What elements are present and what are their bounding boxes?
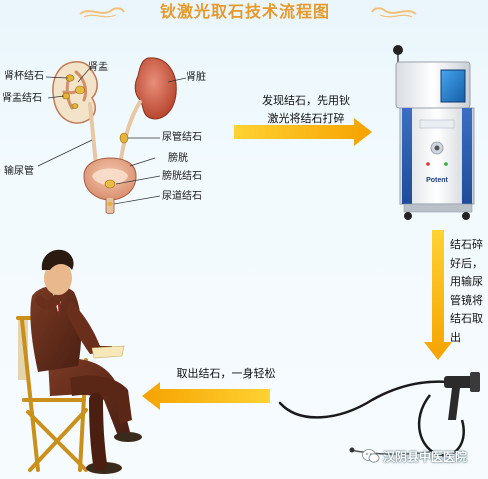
step1-line1: 发现结石，先用钬 (262, 94, 350, 107)
label-calyx-stone: 肾杯结石 (4, 71, 44, 82)
relaxed-man-illustration (16, 249, 142, 474)
step2-line: 管镜将 (450, 293, 483, 307)
label-pelvis-stone: 肾盂结石 (2, 93, 42, 104)
page-title: 钬激光取石技术流程图 (159, 2, 330, 21)
machine-screen (440, 69, 466, 103)
step1-text: 发现结石，先用钬 激光将结石打碎 (246, 92, 366, 128)
watermark-text: 汉阴县中医医院 (383, 449, 468, 464)
machine-brand-label: Potent (426, 177, 448, 184)
wechat-logo-icon (362, 449, 380, 463)
left-kidney-cutaway (52, 61, 98, 124)
title-right-ornament (371, 7, 417, 18)
label-kidney: 肾脏 (186, 72, 206, 83)
label-renal-pelvis: 肾盂 (88, 62, 108, 73)
step2-line: 出 (450, 330, 461, 344)
label-bladder: 膀胱 (168, 153, 188, 164)
left-ureter (88, 102, 98, 167)
watermark: 汉阴县中医医院 (362, 447, 467, 465)
arrow-left-icon (142, 382, 270, 410)
label-leader-lines (37, 67, 187, 205)
step2-line: 用输尿 (450, 275, 483, 288)
label-ureteral-stone: 尿管结石 (162, 132, 202, 143)
holmium-laser-machine: Potent (393, 45, 475, 220)
right-ureter (118, 100, 142, 167)
bladder-stone-shape (104, 179, 116, 189)
title-left-ornament (79, 7, 125, 18)
arrow-right-icon (234, 118, 372, 146)
label-urethral-stone: 尿道结石 (162, 191, 202, 202)
urinary-anatomy-illustration (37, 57, 187, 214)
label-bladder-stone: 膀胱结石 (162, 171, 202, 182)
step2-line: 结石碎 (450, 238, 483, 251)
label-ureter: 输尿管 (4, 166, 34, 177)
step1-line2: 激光将结石打碎 (267, 112, 345, 125)
ureteroscope-illustration (278, 372, 480, 457)
step3-text: 取出结石，一身轻松 (176, 367, 276, 380)
step2-line: 好后， (450, 256, 483, 270)
urethral-stone-shape (107, 201, 113, 207)
step2-text: 结石碎 好后， 用输尿 管镜将 结石取 出 (450, 236, 488, 347)
step2-line: 结石取 (450, 312, 483, 325)
right-kidney-shape (134, 57, 177, 120)
arrow-down-icon (424, 230, 452, 360)
ureteral-stone-shape (119, 132, 129, 144)
